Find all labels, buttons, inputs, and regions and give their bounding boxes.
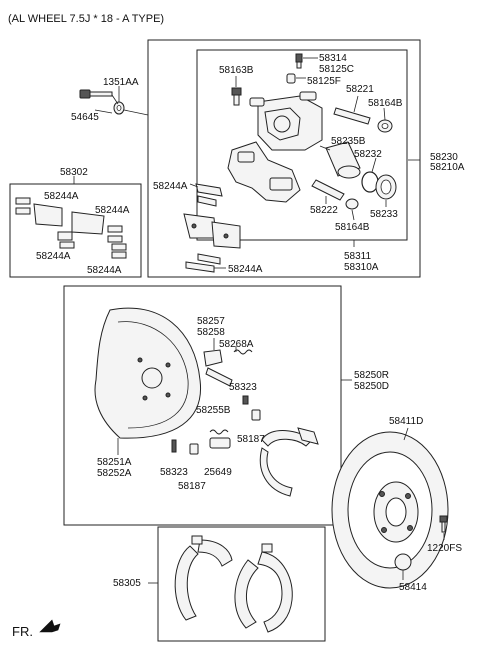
cap-58125F [286,73,296,84]
piston-58235B [325,141,361,179]
label-58235B: 58235B [331,136,366,147]
diagram-header: (AL WHEEL 7.5J * 18 - A TYPE) [8,13,164,25]
label-58251A: 58251A [97,457,132,468]
label-58232: 58232 [354,149,382,160]
pad-clips-upper [195,183,223,207]
front-direction-arrow-icon [39,619,61,633]
backing-plate [94,307,202,439]
label-58187-upper: 58187 [237,434,265,445]
label-58305: 58305 [113,578,141,589]
caliper-housing [249,91,323,151]
adjuster-25649 [209,437,231,449]
label-58252A: 58252A [97,468,132,479]
label-58187-lower: 58187 [178,481,206,492]
label-58414: 58414 [399,582,427,593]
label-58164B-top: 58164B [368,98,403,109]
bleeder-screw-58314 [295,53,303,69]
label-58258: 58258 [197,327,225,338]
label-58311: 58311 [344,251,372,262]
guide-pin-58221 [333,107,371,125]
brake-disc-58411D [331,431,449,589]
label-58255B: 58255B [196,405,231,416]
label-58164B-bottom: 58164B [335,222,370,233]
pin-58323-lower [171,439,177,453]
parking-shoe-set [174,535,293,633]
label-58125C: 58125C [319,64,354,75]
washer-1351AA [113,101,125,115]
parking-shoe-inner [259,427,319,497]
label-58244A-kit-c: 58244A [36,251,71,262]
label-58250D: 58250D [354,381,389,392]
spring-58268A [233,349,253,355]
label-58310A: 58310A [344,262,379,273]
label-58314: 58314 [319,53,347,64]
cap-58414 [394,553,412,571]
label-58230: 58230 [430,152,458,163]
boot-58164B-bottom [345,198,359,210]
spring-58255B [209,429,229,435]
pad-kit-box [9,183,142,278]
brake-pads-pair [183,213,241,249]
caliper-carrier [227,141,301,203]
guide-pin-58222 [311,179,345,201]
boot-58233 [375,174,397,200]
label-54645: 54645 [71,112,99,123]
label-58323-lower: 58323 [160,467,188,478]
seal-58232 [361,171,379,193]
label-25649: 25649 [204,467,232,478]
screw-1220FS [439,515,448,533]
shoe-set-box [157,526,326,642]
cup-58187 [251,409,261,421]
label-58244A-kit-a: 58244A [44,191,79,202]
label-58163B: 58163B [219,65,254,76]
label-58244A-lower: 58244A [228,264,263,275]
cup-58187-lower [189,443,199,455]
front-label: FR. [12,624,33,639]
caliper-group-box [147,39,421,278]
label-58210A: 58210A [430,162,465,173]
bolt-54645 [79,89,113,99]
label-58257: 58257 [197,316,225,327]
label-1351AA: 1351AA [103,77,139,88]
label-1220FS: 1220FS [427,543,462,554]
label-58244A-kit-d: 58244A [87,265,122,276]
label-58244A-group: 58244A [153,181,188,192]
label-58222: 58222 [310,205,338,216]
bolt-58163B [231,87,242,106]
caliper-inner-box [196,49,408,241]
label-58323-upper: 58323 [229,382,257,393]
label-58411D: 58411D [389,416,423,427]
label-58302: 58302 [60,167,88,178]
label-58233: 58233 [370,209,398,220]
label-58268A: 58268A [219,339,254,350]
lever-58257 [203,349,233,387]
pad-kit-pads [15,197,127,259]
pad-clips-lower [185,253,221,273]
label-58125F: 58125F [307,76,341,87]
label-58221: 58221 [346,84,374,95]
label-58244A-kit-b: 58244A [95,205,130,216]
boot-58164B-top [377,119,393,133]
pin-58323 [242,395,249,405]
label-58250R: 58250R [354,370,389,381]
